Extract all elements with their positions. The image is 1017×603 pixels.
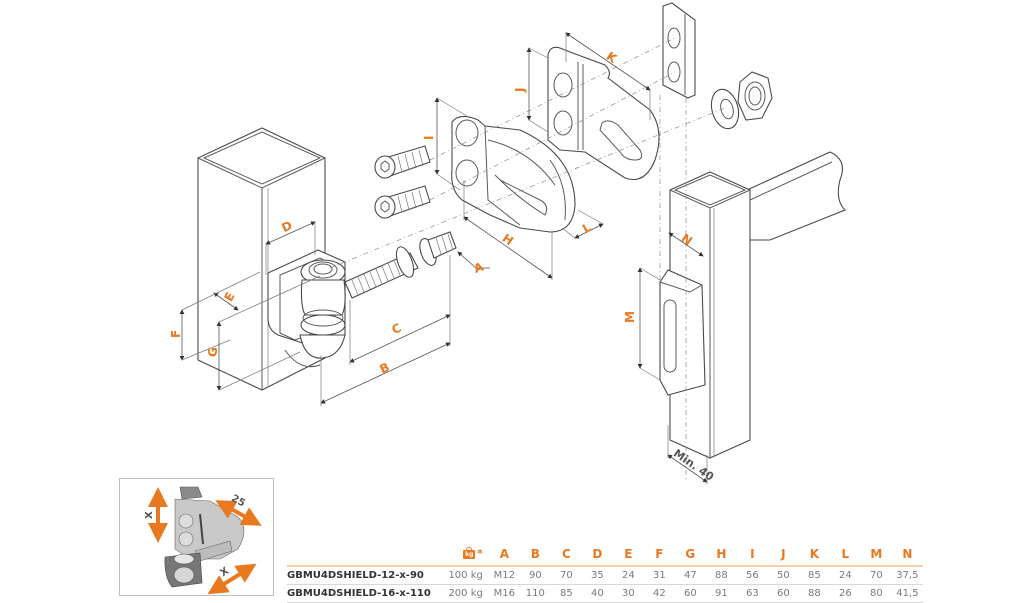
dim-label-c: C — [389, 321, 403, 337]
load-footnote-marker: * — [477, 546, 483, 560]
header-col: H — [716, 547, 727, 561]
value-cell: 30 — [621, 588, 635, 599]
screws — [374, 145, 431, 219]
back-plate — [547, 46, 660, 181]
load-cell: 200 kg — [448, 588, 483, 599]
value-cell: 26 — [838, 588, 852, 599]
table-row: GBMU4DSHIELD-12-x-90 100 kg M12 90 70 35… — [287, 566, 923, 585]
header-col: G — [685, 547, 696, 561]
header-col: N — [902, 547, 913, 561]
dimension-table: kg * A B C D E F G H I J K L M N GBMU4DS… — [287, 545, 923, 603]
washer-and-nut — [710, 71, 773, 130]
adjustment-illustration: X 25 X — [144, 486, 262, 595]
right-post — [659, 151, 846, 459]
adjustment-inset: X 25 X — [119, 478, 274, 596]
value-cell: 47 — [683, 570, 697, 581]
value-cell: 63 — [745, 588, 759, 599]
value-cell: M12 — [493, 570, 516, 581]
header-col: F — [655, 547, 664, 561]
header-col: I — [750, 547, 755, 561]
value-cell: 31 — [652, 570, 666, 581]
value-cell: 41,5 — [896, 588, 919, 599]
value-cell: 24 — [838, 570, 852, 581]
dimension-lines — [179, 32, 708, 484]
value-cell: M16 — [493, 588, 516, 599]
dim-label-b: B — [378, 360, 392, 377]
load-cell: 100 kg — [448, 570, 483, 581]
dim-label-l: L — [580, 220, 594, 236]
header-col: L — [841, 547, 850, 561]
value-cell: 85 — [559, 588, 573, 599]
header-load: kg * — [431, 545, 489, 566]
header-col: E — [624, 547, 633, 561]
value-cell: 35 — [590, 570, 604, 581]
lateral-adjust-arrow — [207, 563, 257, 595]
value-cell: 60 — [776, 588, 790, 599]
shield-plate — [451, 115, 576, 233]
header-col: M — [870, 547, 883, 561]
header-col: K — [809, 547, 819, 561]
threaded-bolt — [344, 231, 457, 299]
dim-label-k: K — [604, 49, 620, 66]
dim-label-f: F — [169, 330, 183, 338]
value-cell: 50 — [776, 570, 790, 581]
value-cell: 80 — [869, 588, 883, 599]
value-cell: 91 — [714, 588, 728, 599]
dim-label-g: G — [206, 347, 220, 357]
value-cell: 60 — [683, 588, 697, 599]
table-row: GBMU4DSHIELD-16-x-110 200 kg M16 110 85 … — [287, 585, 923, 603]
header-col: B — [530, 547, 540, 561]
lateral-adjust-label: X — [218, 565, 231, 579]
value-cell: 70 — [559, 570, 573, 581]
value-cell: 37,5 — [896, 570, 919, 581]
value-cell: 88 — [807, 588, 821, 599]
value-cell: 70 — [869, 570, 883, 581]
vertical-adjust-label: X — [144, 511, 155, 519]
header-col: C — [561, 547, 571, 561]
table-header-row: kg * A B C D E F G H I J K L M N — [287, 545, 923, 566]
hinge-3d-icon — [164, 486, 245, 588]
weight-kg-icon: kg — [463, 546, 476, 559]
value-cell: 90 — [528, 570, 542, 581]
dim-label-m: M — [623, 311, 637, 323]
value-cell: 42 — [652, 588, 666, 599]
value-cell: 56 — [745, 570, 759, 581]
value-cell: 24 — [621, 570, 635, 581]
dim-label-i: I — [422, 136, 436, 140]
center-lines — [329, 37, 726, 480]
value-cell: 110 — [525, 588, 545, 599]
dim-label-j: J — [513, 88, 527, 93]
header-model — [287, 545, 431, 566]
header-col: D — [592, 547, 603, 561]
header-col: J — [781, 547, 786, 561]
value-cell: 88 — [714, 570, 728, 581]
model-cell: GBMU4DSHIELD-12-x-90 — [287, 570, 424, 581]
dim-label-h: H — [500, 231, 516, 248]
value-cell: 85 — [807, 570, 821, 581]
header-col: A — [499, 547, 509, 561]
nut-plate — [662, 2, 696, 99]
depth-adjust-label: 25 — [229, 493, 246, 509]
model-cell: GBMU4DSHIELD-16-x-110 — [287, 588, 431, 599]
value-cell: 40 — [590, 588, 604, 599]
depth-adjust-arrow — [215, 500, 262, 526]
